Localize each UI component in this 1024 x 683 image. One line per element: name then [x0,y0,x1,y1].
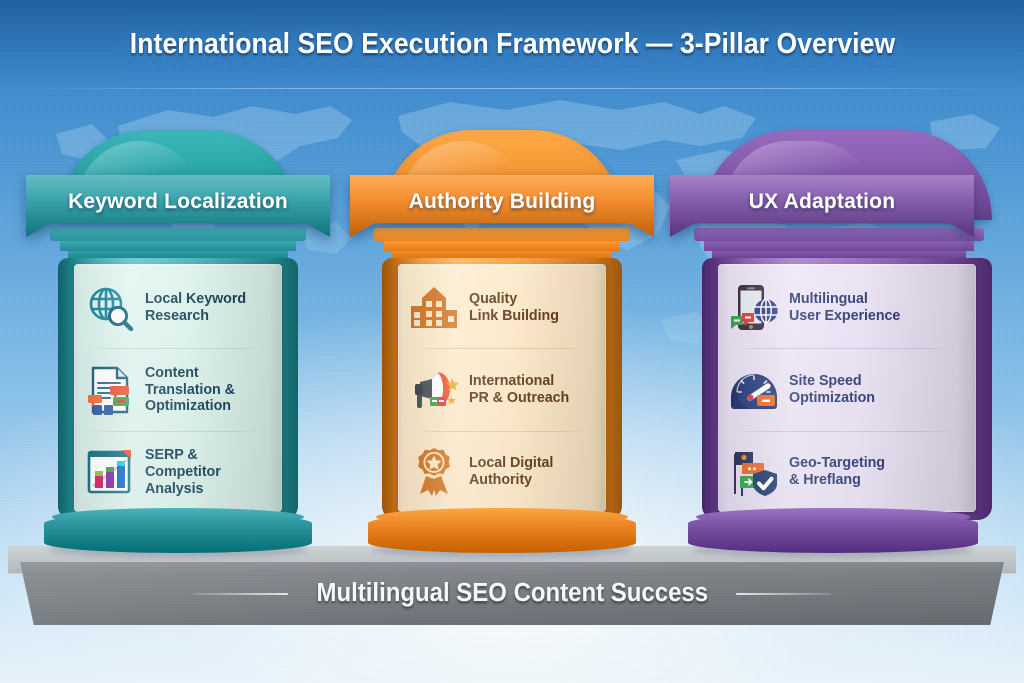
feature-label: Content Translation & Optimization [145,364,235,415]
pillar-banner: Keyword Localization [26,175,330,237]
feature-item[interactable]: Content Translation & Optimization [84,362,270,418]
feature-label: Local Keyword Research [145,291,247,324]
base-platform: Multilingual SEO Content Success [20,562,1004,625]
header-divider [42,88,982,89]
pillar-body: Multilingual User Experience Site Speed … [702,258,992,520]
feature-divider [734,348,958,350]
pillar-body: Quality Link Building International PR &… [382,258,622,520]
feature-item[interactable]: SERP & Competitor Analysis [84,444,270,500]
bar-chart-icon [84,446,136,498]
feature-item[interactable]: Quality Link Building [408,280,594,336]
building-icon [408,282,460,334]
feature-item[interactable]: International PR & Outreach [408,362,594,418]
pillar-capital [50,228,306,260]
feature-item[interactable]: Local Digital Authority [408,444,594,500]
feature-divider [90,430,264,432]
pillar-authority-building: Authority Building [350,130,654,561]
pillar-body: Local Keyword Research Content Translat [58,258,298,520]
flags-shield-icon [728,446,780,498]
document-translation-icon [84,364,136,416]
mobile-globe-icon [728,282,780,334]
base-rule-left [192,592,288,595]
feature-panel: Quality Link Building International PR &… [398,264,606,512]
feature-label: Geo-Targeting & Hreflang [789,455,885,489]
base-rule-right [736,592,832,595]
feature-panel: Multilingual User Experience Site Speed … [718,264,976,512]
feature-divider [734,430,958,432]
pillar-title: Authority Building [408,190,596,213]
pillar-title: Keyword Localization [68,190,288,213]
pillar-title: UX Adaptation [748,190,896,213]
feature-item[interactable]: Site Speed Optimization [728,362,964,418]
feature-item[interactable]: Local Keyword Research [84,280,270,336]
feature-label: SERP & Competitor Analysis [145,447,221,497]
pillar-banner: Authority Building [350,175,654,237]
page-title: International SEO Execution Framework — … [129,27,895,60]
feature-panel: Local Keyword Research Content Translat [74,264,282,512]
speedometer-icon [728,364,780,416]
pillar-base [688,508,978,561]
award-ribbon-icon [408,446,460,498]
feature-label: Local Digital Authority [469,455,554,489]
pillar-ux-adaptation: UX Adaptation [670,130,992,560]
pillar-base [368,508,636,561]
feature-divider [90,348,264,350]
feature-label: Multilingual User Experience [789,291,901,324]
pillar-banner: UX Adaptation [670,175,974,237]
pillar-capital [694,228,984,260]
feature-divider [414,430,588,432]
header-bar: International SEO Execution Framework — … [0,0,1024,88]
globe-search-icon [84,282,136,334]
pillar-keyword-localization: Keyword Localization Local Keyword [26,130,330,561]
feature-label: International PR & Outreach [469,373,570,406]
pillar-base [44,508,312,561]
base-label: Multilingual SEO Content Success [316,579,708,607]
pillar-capital [374,228,630,260]
feature-divider [414,348,588,350]
megaphone-icon [408,364,460,416]
feature-item[interactable]: Geo-Targeting & Hreflang [728,444,964,500]
feature-label: Site Speed Optimization [789,373,875,406]
feature-item[interactable]: Multilingual User Experience [728,280,964,336]
feature-label: Quality Link Building [469,291,559,324]
